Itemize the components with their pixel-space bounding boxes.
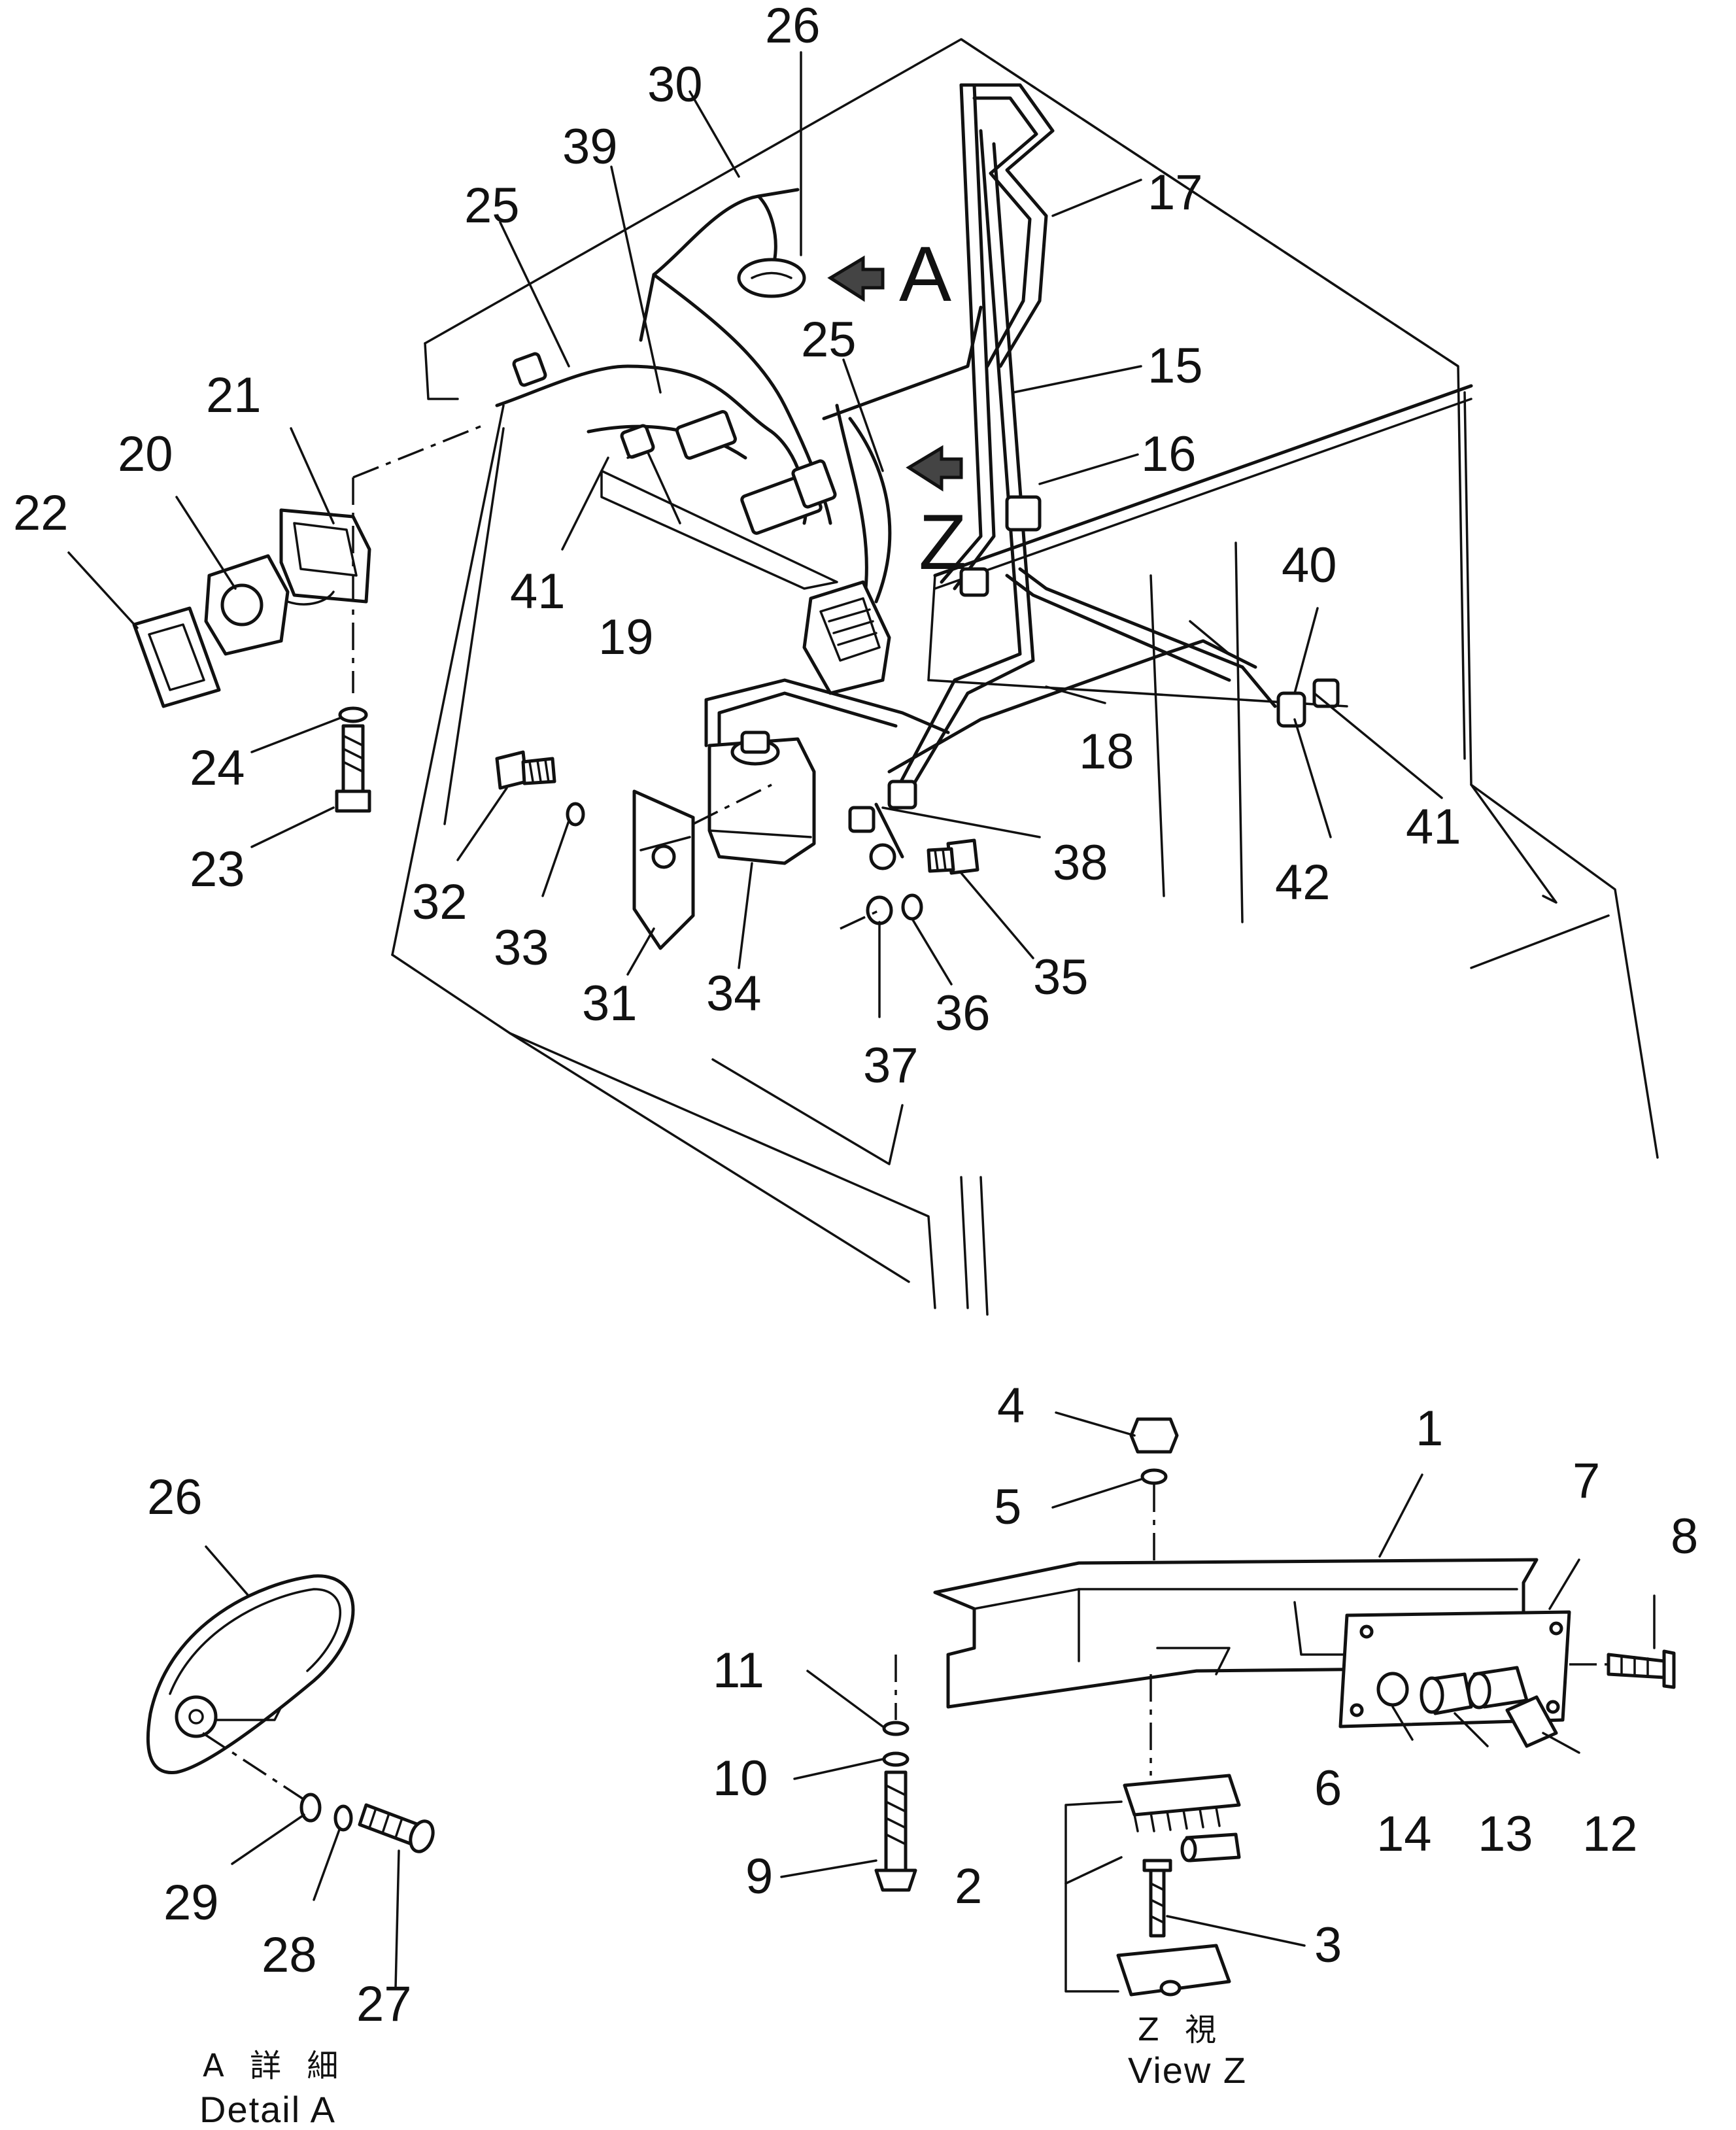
callout-7: 7 [1573, 1453, 1600, 1509]
callout-17: 17 [1148, 165, 1203, 220]
callout-30: 30 [647, 57, 703, 112]
callout-8: 8 [1671, 1509, 1698, 1564]
callout-20: 20 [118, 426, 173, 482]
callout-16: 16 [1141, 426, 1197, 482]
callout-23: 23 [190, 842, 245, 897]
callout-32: 32 [412, 874, 468, 930]
callout-39: 39 [562, 119, 618, 175]
callout-42: 42 [1275, 855, 1331, 910]
callout-41-left: 41 [510, 564, 566, 619]
callout-22: 22 [13, 485, 69, 541]
callout-41-right: 41 [1406, 799, 1461, 855]
callout-35: 35 [1033, 950, 1089, 1005]
callout-31: 31 [582, 976, 638, 1031]
callout-6: 6 [1314, 1761, 1342, 1816]
caption-detail-a-en: Detail A [199, 2089, 336, 2130]
caption-detail-a-jp: A 詳 細 [203, 2048, 346, 2084]
callout-12: 12 [1582, 1806, 1638, 1862]
work-lamp-right [802, 580, 891, 695]
cab-roof-outline [391, 38, 1659, 1316]
callout-10: 10 [713, 1751, 768, 1806]
detail-a-dome-lamp [146, 1574, 435, 1853]
callout-27: 27 [356, 1976, 412, 2032]
callout-9: 9 [745, 1849, 773, 1904]
washer-tank [495, 730, 979, 950]
callout-40: 40 [1282, 538, 1337, 593]
callout-25-left: 25 [464, 178, 520, 233]
callout-13: 13 [1478, 1806, 1533, 1862]
callout-4: 4 [997, 1378, 1025, 1434]
callout-29: 29 [163, 1875, 219, 1931]
caption-view-z-en: View Z [1128, 2050, 1247, 2091]
callout-labels: 26 30 39 25 17 25 15 21 16 20 22 40 41 1… [13, 0, 1698, 2032]
view-arrows [827, 255, 963, 492]
work-lamp-left [132, 424, 485, 813]
callout-37: 37 [863, 1038, 919, 1093]
callout-26-detail: 26 [147, 1469, 203, 1525]
connectors [512, 352, 1340, 870]
callout-2: 2 [955, 1859, 982, 1914]
callout-28: 28 [262, 1927, 317, 1983]
callout-33: 33 [494, 920, 549, 976]
view-z-assembly [874, 1417, 1676, 1997]
view-marker-z: Z [919, 498, 966, 586]
callout-21: 21 [206, 368, 262, 423]
view-marker-a: A [899, 230, 951, 318]
callout-3: 3 [1314, 1917, 1342, 1973]
callout-38: 38 [1053, 835, 1108, 891]
leader-lines [67, 51, 1656, 1989]
callout-34: 34 [706, 966, 762, 1022]
wire-harness [495, 83, 1277, 859]
dome-lamp-26 [737, 194, 806, 298]
callout-24: 24 [190, 740, 245, 796]
callout-18: 18 [1079, 724, 1134, 780]
callout-26-top: 26 [765, 0, 821, 54]
callout-25-right: 25 [801, 312, 857, 368]
callout-11: 11 [713, 1643, 764, 1698]
callout-14: 14 [1376, 1806, 1432, 1862]
callout-5: 5 [994, 1479, 1021, 1535]
callout-19: 19 [598, 610, 654, 665]
callout-36: 36 [935, 986, 991, 1041]
callout-1: 1 [1416, 1401, 1443, 1456]
caption-view-z-jp: Z 視 [1138, 2012, 1224, 2048]
callout-15: 15 [1148, 338, 1203, 394]
